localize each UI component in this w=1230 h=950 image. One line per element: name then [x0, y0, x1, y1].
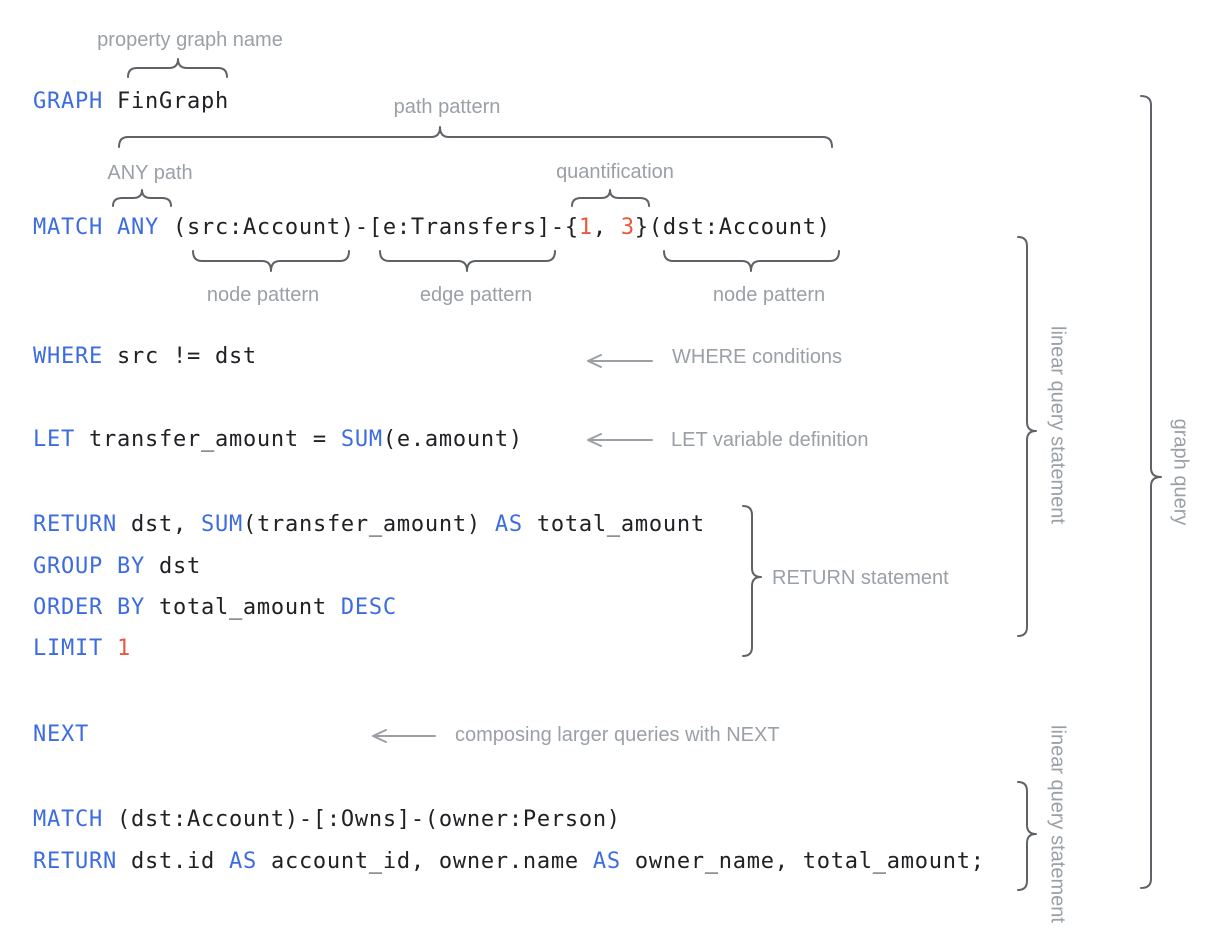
quantification-brace: [571, 189, 650, 207]
code-line-let: LET transfer_amount = SUM(e.amount): [33, 427, 523, 453]
return-statement-brace: [742, 505, 762, 657]
keyword: ORDER BY: [33, 595, 145, 620]
number-literal: 1: [578, 215, 593, 240]
code-text: }(dst:Account): [634, 215, 831, 240]
code-text: (src:Account)-[e:Transfers]-{: [158, 215, 579, 240]
code-text: (dst:Account)-[:Owns]-(owner:Person): [102, 807, 621, 832]
number-literal: 3: [620, 215, 635, 240]
code-line-match: MATCH ANY (src:Account)-[e:Transfers]-{1…: [33, 215, 831, 241]
node-pattern-brace-2: [663, 250, 840, 272]
linear-query-statement-brace-1: [1017, 236, 1037, 637]
keyword: MATCH: [33, 807, 103, 832]
keyword: MATCH ANY: [33, 215, 159, 240]
keyword: SUM: [340, 427, 383, 452]
code-line-limit: LIMIT 1: [33, 636, 131, 662]
any-path-label: ANY path: [107, 162, 193, 184]
keyword: AS: [228, 849, 257, 874]
code-text: total_amount: [144, 595, 341, 620]
where-conditions-arrow: [587, 354, 653, 368]
code-text: dst,: [116, 512, 201, 537]
keyword: LET: [33, 427, 75, 452]
code-text: ,: [592, 215, 621, 240]
keyword: AS: [592, 849, 621, 874]
code-text: [103, 636, 117, 661]
code-line-graph: GRAPH FinGraph: [33, 89, 229, 115]
where-conditions-label: WHERE conditions: [672, 346, 843, 368]
code-text: (transfer_amount): [242, 512, 495, 537]
keyword: RETURN: [33, 849, 117, 874]
code-line-match-2: MATCH (dst:Account)-[:Owns]-(owner:Perso…: [33, 807, 621, 833]
linear-query-statement-label-2: linear query statement: [1046, 725, 1069, 923]
code-text: owner_name, total_amount;: [620, 849, 985, 874]
keyword: DESC: [340, 595, 397, 620]
code-text: transfer_amount =: [75, 427, 341, 452]
code-line-next: NEXT: [33, 722, 89, 748]
any-path-brace: [112, 189, 172, 207]
code-text: account_id, owner.name: [256, 849, 593, 874]
code-text: FinGraph: [102, 89, 229, 114]
return-statement-label: RETURN statement: [772, 567, 949, 589]
property-graph-name-label: property graph name: [97, 29, 283, 51]
keyword: GROUP BY: [33, 554, 145, 579]
node-pattern-label-2: node pattern: [712, 284, 826, 306]
code-text: total_amount: [522, 512, 705, 537]
code-line-order-by: ORDER BY total_amount DESC: [33, 595, 397, 621]
node-pattern-brace-1: [192, 250, 350, 272]
keyword: SUM: [200, 512, 243, 537]
keyword: NEXT: [33, 722, 89, 747]
linear-query-statement-label-1: linear query statement: [1046, 326, 1069, 524]
keyword: WHERE: [33, 344, 103, 369]
keyword: GRAPH: [33, 89, 103, 114]
quantification-label: quantification: [556, 161, 674, 183]
keyword: LIMIT: [33, 636, 103, 661]
keyword: AS: [494, 512, 523, 537]
graph-query-label: graph query: [1169, 418, 1192, 526]
code-text: (e.amount): [382, 427, 523, 452]
property-graph-name-brace: [127, 58, 228, 78]
graph-query-brace: [1140, 95, 1162, 889]
path-pattern-brace: [118, 126, 833, 148]
code-line-where: WHERE src != dst: [33, 344, 257, 370]
code-text: src != dst: [102, 344, 257, 369]
edge-pattern-label: edge pattern: [419, 284, 533, 306]
composing-next-label: composing larger queries with NEXT: [455, 724, 780, 746]
path-pattern-label: path pattern: [393, 96, 501, 118]
code-text: dst: [144, 554, 201, 579]
code-line-return-2: RETURN dst.id AS account_id, owner.name …: [33, 849, 985, 875]
edge-pattern-brace: [379, 250, 556, 272]
code-line-return: RETURN dst, SUM(transfer_amount) AS tota…: [33, 512, 705, 538]
keyword: RETURN: [33, 512, 117, 537]
composing-next-arrow: [372, 729, 436, 743]
number-literal: 1: [116, 636, 131, 661]
linear-query-statement-brace-2: [1017, 781, 1037, 891]
code-text: dst.id: [116, 849, 229, 874]
code-line-group-by: GROUP BY dst: [33, 554, 201, 580]
let-variable-definition-label: LET variable definition: [671, 429, 869, 451]
node-pattern-label-1: node pattern: [206, 284, 320, 306]
let-variable-definition-arrow: [587, 433, 653, 447]
